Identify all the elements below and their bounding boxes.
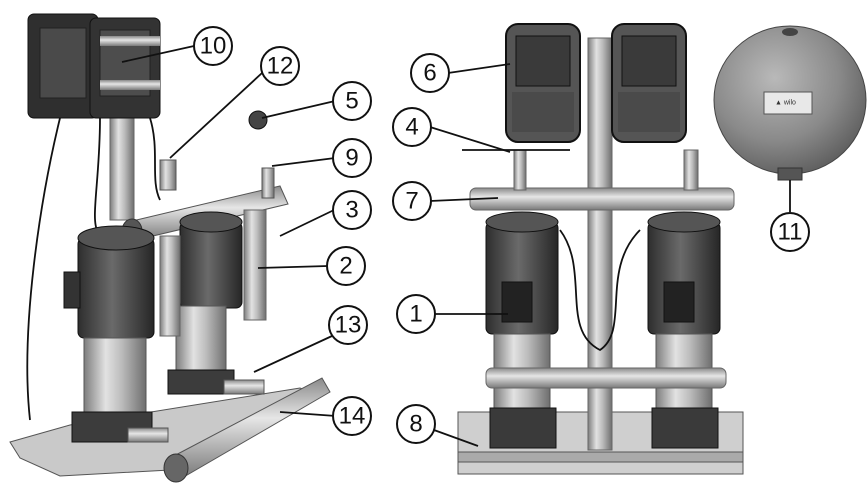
callout-13: 13 [328,305,368,345]
callout-14-label: 14 [339,403,366,430]
callout-2-label: 2 [339,253,352,280]
leader-lines [121,45,791,447]
right-controller-right [611,23,687,143]
callout-10: 10 [193,26,233,66]
callout-3: 3 [332,190,372,230]
left-pump-rear [167,211,243,395]
right-booster-unit [457,23,744,475]
callout-9: 9 [332,138,372,178]
callout-9-label: 9 [345,145,358,172]
callout-10-label: 10 [200,33,227,60]
expansion-tank: ▲ wilo [713,25,867,181]
tank-label: ▲ wilo [775,100,796,107]
callout-6-label: 6 [423,60,436,87]
left-pump-front [63,225,155,443]
left-suction-header [127,377,331,483]
callout-7-label: 7 [405,188,418,215]
callout-11-label: 11 [778,219,803,246]
callout-1: 1 [396,294,436,334]
right-controller-left [505,23,581,143]
right-discharge-header [469,187,735,211]
left-booster-unit [9,13,331,483]
callout-12-label: 12 [267,53,294,80]
callout-11: 11 [770,212,810,252]
callout-2: 2 [326,246,366,286]
callout-4-label: 4 [405,114,418,141]
right-pump-right [647,211,721,449]
callout-12: 12 [260,46,300,86]
callout-4: 4 [392,107,432,147]
callout-8-label: 8 [409,411,422,438]
right-pump-left [485,211,559,449]
callout-13-label: 13 [335,312,362,339]
callout-6: 6 [410,53,450,93]
right-suction-header [485,367,727,389]
callout-1-label: 1 [409,301,422,328]
callout-5-label: 5 [345,88,358,115]
callout-14: 14 [332,396,372,436]
callout-5: 5 [332,81,372,121]
callout-8: 8 [396,404,436,444]
left-pressure-gauge [248,110,268,130]
callout-3-label: 3 [345,197,358,224]
callout-7: 7 [392,181,432,221]
